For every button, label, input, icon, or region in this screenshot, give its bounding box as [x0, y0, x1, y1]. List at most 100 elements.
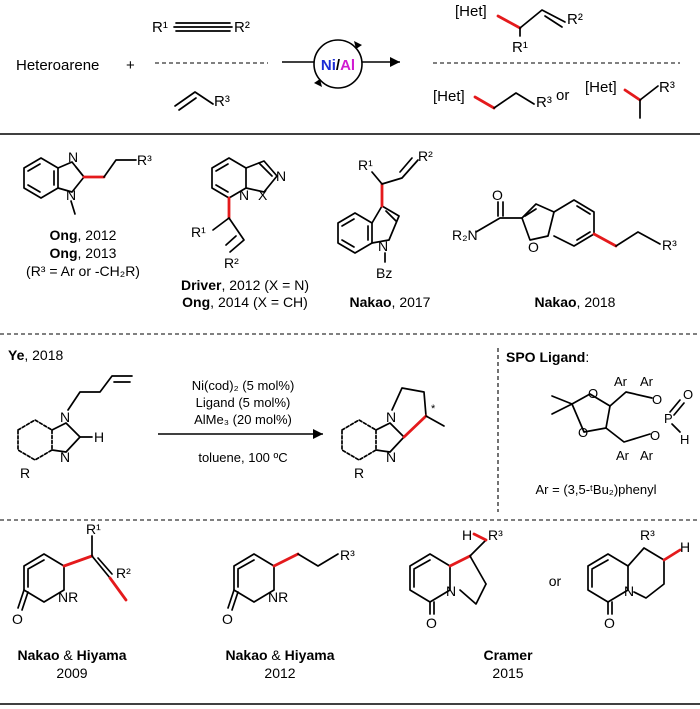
- svg-text:O: O: [222, 611, 233, 627]
- svg-text:O: O: [650, 428, 660, 443]
- product-r3-linear: R³: [536, 94, 552, 111]
- svg-text:O: O: [588, 386, 598, 401]
- ref-ye-2018: Ye, 2018: [8, 347, 63, 363]
- svg-text:N: N: [386, 409, 396, 425]
- pyridone-alkyl: NR O R³: [222, 547, 355, 627]
- product-het-1: [Het]: [455, 3, 487, 20]
- ref-ong-2012: Ong, 2012: [50, 227, 117, 243]
- cramer-indolizinone: N O H R³: [409, 527, 503, 631]
- svg-text:Bz: Bz: [376, 265, 392, 281]
- svg-text:R³: R³: [640, 527, 655, 543]
- svg-text:Ar: Ar: [614, 374, 628, 389]
- plus-sign: +: [126, 57, 135, 74]
- svg-text:R³: R³: [662, 237, 677, 253]
- svg-text:N: N: [624, 583, 634, 599]
- catalyst-label: Ni/Al: [321, 57, 355, 74]
- alkene-r3: R³: [214, 93, 230, 110]
- svg-text:H: H: [680, 432, 689, 447]
- product-r1: R¹: [512, 39, 528, 56]
- product-r3-branched: R³: [659, 79, 675, 96]
- ref-driver-2012: Driver, 2012 (X = N): [181, 277, 309, 293]
- svg-text:N: N: [276, 168, 286, 184]
- svg-text:N: N: [386, 449, 396, 465]
- svg-text:R¹: R¹: [191, 224, 206, 240]
- svg-text:H: H: [462, 527, 472, 543]
- svg-text:R₂N: R₂N: [452, 227, 478, 243]
- svg-text:O: O: [426, 615, 437, 631]
- svg-text:O: O: [604, 615, 615, 631]
- svg-text:*: *: [431, 403, 436, 415]
- svg-text:N: N: [239, 187, 249, 203]
- ye-substrate: N N H R: [17, 375, 133, 481]
- ref-nakao-2017: Nakao, 2017: [350, 294, 431, 310]
- alkene-structure: [174, 91, 214, 107]
- svg-text:R²: R²: [116, 565, 131, 581]
- svg-text:N: N: [68, 149, 78, 165]
- product-het-2: [Het]: [433, 88, 465, 105]
- svg-text:N: N: [446, 583, 456, 599]
- spo-ligand: SPO Ligand: O O Ar Ar Ar Ar O O P O H Ar…: [506, 349, 693, 497]
- svg-text:O: O: [492, 187, 503, 203]
- svg-text:R¹: R¹: [86, 521, 101, 537]
- example-ong-benzimidazole: N N R³: [23, 149, 152, 215]
- catalytic-cycle: [313, 39, 363, 89]
- svg-text:NR: NR: [58, 589, 78, 605]
- example-driver-fused-heterocycle: N X N R¹ R²: [191, 157, 286, 271]
- svg-text:Ar: Ar: [616, 448, 630, 463]
- ye-condition-1: Ni(cod)₂ (5 mol%): [192, 378, 295, 393]
- ref-year-2009: 2009: [56, 665, 87, 681]
- ye-condition-2: Ligand (5 mol%): [196, 395, 291, 410]
- alkyne-r2: R²: [234, 19, 250, 36]
- svg-text:NR: NR: [268, 589, 288, 605]
- svg-text:X: X: [258, 187, 268, 203]
- product-r2: R²: [567, 11, 583, 28]
- cramer-quinolizinone: N O R³ H: [587, 527, 690, 631]
- heteroarene-label: Heteroarene: [16, 57, 99, 74]
- ref-nakao-hiyama-2012: Nakao & Hiyama: [226, 647, 335, 663]
- general-reaction: Heteroarene + R¹ R² R³ Ni/Al [Het] R¹ R²: [16, 3, 680, 119]
- svg-text:H: H: [680, 539, 690, 555]
- svg-text:O: O: [528, 239, 539, 255]
- svg-text:Ar: Ar: [640, 374, 654, 389]
- ref-year-2012: 2012: [264, 665, 295, 681]
- svg-text:O: O: [578, 425, 588, 440]
- ref-year-2015: 2015: [492, 665, 523, 681]
- svg-text:N: N: [66, 187, 76, 203]
- or-label-bottom: or: [549, 573, 562, 589]
- new-bond-2: [473, 95, 496, 110]
- new-bond-3: [623, 88, 642, 102]
- svg-text:R²: R²: [418, 148, 433, 164]
- ref-nakao-2018: Nakao, 2018: [535, 294, 616, 310]
- alkyne-r1: R¹: [152, 19, 168, 36]
- ar-definition: Ar = (3,5-ᵗBu₂)phenyl: [536, 482, 657, 497]
- svg-text:R³: R³: [488, 527, 503, 543]
- ref-cramer: Cramer: [483, 647, 533, 663]
- ye-product: N N * R: [341, 387, 445, 481]
- ye-condition-3: AlMe₃ (20 mol%): [194, 412, 292, 427]
- ye-solvent: toluene, 100 ºC: [198, 450, 287, 465]
- svg-text:R: R: [354, 465, 364, 481]
- or-label-top: or: [556, 87, 569, 104]
- svg-text:R: R: [20, 465, 30, 481]
- spo-ligand-title: SPO Ligand:: [506, 349, 589, 365]
- svg-text:R³: R³: [137, 152, 152, 168]
- svg-text:R²: R²: [224, 255, 239, 271]
- example-nakao-indole: N Bz R¹ R²: [337, 148, 433, 281]
- example-nakao-benzofuran: O R₂N O R³: [452, 187, 677, 255]
- svg-text:N: N: [378, 238, 388, 254]
- svg-text:R³: R³: [340, 547, 355, 563]
- svg-text:R¹: R¹: [358, 157, 373, 173]
- pyridone-alkenyl: NR O R¹ R²: [12, 521, 131, 627]
- svg-text:H: H: [94, 429, 104, 445]
- svg-text:P: P: [664, 411, 673, 426]
- svg-text:O: O: [652, 392, 662, 407]
- ref-ong-2014: Ong, 2014 (X = CH): [182, 294, 308, 310]
- ref-ong-2013: Ong, 2013: [50, 245, 117, 261]
- svg-text:N: N: [60, 449, 70, 465]
- ref-nakao-hiyama-2009: Nakao & Hiyama: [18, 647, 127, 663]
- product-het-3: [Het]: [585, 79, 617, 96]
- ref-ong-r3-note: (R³ = Ar or -CH₂R): [26, 263, 140, 279]
- svg-text:O: O: [12, 611, 23, 627]
- new-bond-1: [496, 14, 522, 30]
